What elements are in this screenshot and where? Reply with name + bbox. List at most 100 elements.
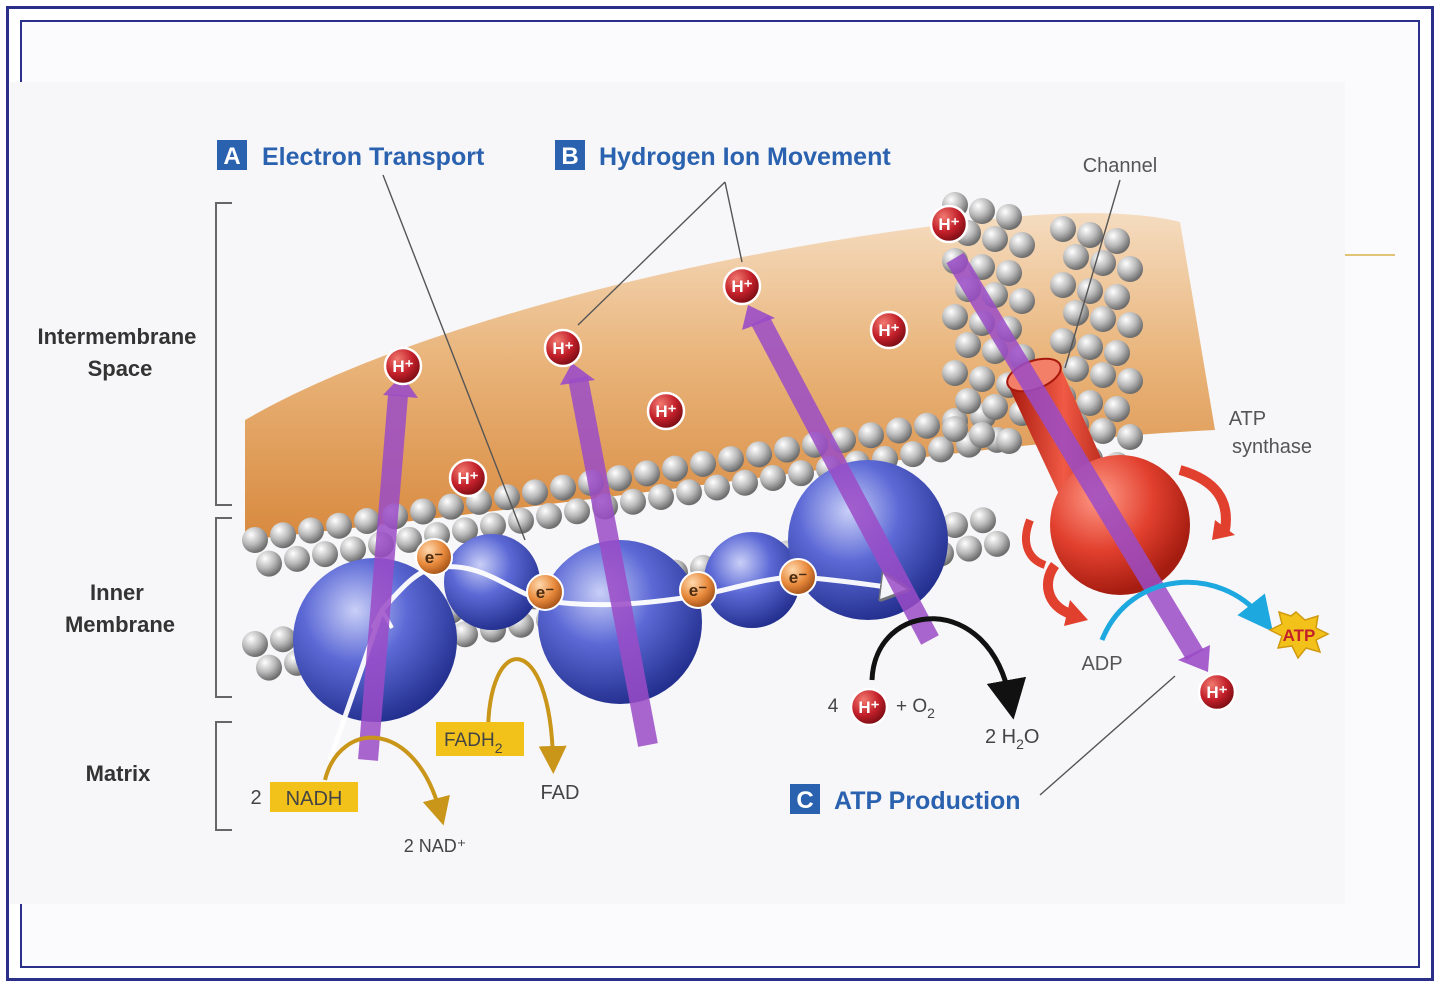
cytochrome-c	[704, 532, 800, 628]
fadh2-group: FADH2	[436, 722, 524, 756]
phospholipid-bead	[438, 493, 464, 520]
electron-sphere	[679, 571, 717, 609]
hydrogen-ion-label: H⁺	[655, 402, 676, 421]
hydrogen-ion-sphere	[543, 328, 583, 368]
electron-2: e⁻	[526, 573, 564, 611]
phospholipid-bead	[969, 422, 995, 448]
phospholipid-bead	[606, 465, 632, 492]
hydrogen-ion-7: H⁺	[929, 204, 969, 244]
outer-frame	[6, 6, 1434, 981]
plus-o2-text: + O	[896, 696, 927, 717]
oxygen-equation: 4 + O2	[828, 696, 935, 721]
atp-product: ATP	[1268, 610, 1330, 660]
phospholipid-bead	[564, 498, 590, 525]
atp-synthase-label: ATP synthase	[1229, 408, 1312, 458]
inner-membrane-line2: Membrane	[65, 612, 175, 637]
fadh2-text: FADH	[444, 730, 495, 751]
phospholipid-bead	[900, 441, 926, 468]
electron-label: e⁻	[536, 583, 554, 602]
phospholipid-bead	[858, 422, 884, 449]
phospholipid-bead	[396, 526, 422, 553]
phospholipid-bead	[982, 226, 1008, 252]
intermembrane-line2: Space	[88, 356, 153, 381]
phospholipid-bead	[452, 517, 478, 544]
phospholipid-bead	[1117, 368, 1143, 394]
phospholipid-bead	[1077, 278, 1103, 304]
electron-sphere	[415, 538, 453, 576]
phospholipid-bead	[354, 507, 380, 534]
phospholipid-bead	[1063, 244, 1089, 270]
phospholipid-bead	[1104, 396, 1130, 422]
phospholipid-bead	[942, 512, 968, 538]
phospholipid-bead	[1090, 250, 1116, 276]
intermembrane-line1: Intermembrane	[37, 324, 196, 349]
phospholipid-bead	[242, 631, 268, 657]
hydrogen-ion-label: H⁺	[858, 698, 879, 717]
nadh-coefficient: 2	[250, 787, 261, 809]
phospholipid-bead	[704, 474, 730, 501]
phospholipid-bead	[270, 626, 296, 653]
fadh2-oxidation-arrow	[486, 657, 567, 774]
nad-plus-label: 2 NAD⁺	[404, 836, 467, 856]
phospholipid-bead	[410, 498, 436, 525]
hydrogen-ion-sphere	[1197, 672, 1237, 712]
electron-label: e⁻	[425, 548, 443, 567]
phospholipid-bead	[1117, 424, 1143, 450]
phospholipid-bead	[914, 412, 940, 439]
phospholipid-bead	[1050, 328, 1076, 354]
hydrogen-ion-9: H⁺	[849, 687, 889, 727]
atp-label: ATP	[1283, 626, 1316, 645]
water-text: 2 H	[985, 726, 1016, 748]
phospholipid-bead	[452, 621, 478, 648]
fadh2-label: FADH2	[444, 730, 503, 756]
hydrogen-ion-6: H⁺	[869, 310, 909, 350]
electron-4: e⁻	[779, 558, 817, 596]
phospholipid-bead	[969, 366, 995, 392]
phospholipid-bead	[1090, 362, 1116, 388]
phospholipid-bead	[982, 394, 1008, 420]
hydrogen-ion-3: H⁺	[543, 328, 583, 368]
phospholipid-bead	[536, 503, 562, 530]
adp-to-atp-arrow	[1099, 579, 1273, 641]
hydrogen-ion-2: H⁺	[448, 458, 488, 498]
phospholipid-bead	[996, 204, 1022, 230]
phospholipid-bead	[1117, 312, 1143, 338]
step-b-title: Hydrogen Ion Movement	[599, 143, 891, 171]
electron-1: e⁻	[415, 538, 453, 576]
hydrogen-ion-label: H⁺	[552, 339, 573, 358]
phospholipid-bead	[1104, 284, 1130, 310]
nadh-highlight	[270, 782, 358, 812]
water-oxygen: O	[1024, 726, 1040, 748]
adp-label: ADP	[1081, 653, 1122, 675]
fad-label: FAD	[541, 782, 580, 804]
hydrogen-ion-sphere	[722, 266, 762, 306]
phospholipid-bead	[1063, 356, 1089, 382]
phospholipid-bead	[760, 464, 786, 491]
intermembrane-space-label: Intermembrane Space	[37, 324, 202, 381]
hydrogen-ion-sphere	[646, 391, 686, 431]
phospholipid-bead	[298, 517, 324, 544]
electron-label: e⁻	[689, 581, 707, 600]
hydrogen-ion-sphere	[383, 346, 423, 386]
channel-label: Channel	[1083, 155, 1158, 177]
step-a-heading: A Electron Transport	[217, 140, 485, 171]
hydrogen-ion-label: H⁺	[1206, 683, 1227, 702]
complex-2	[444, 534, 540, 630]
phospholipid-bead	[620, 488, 646, 515]
nadh-group: 2 NADH	[250, 782, 358, 812]
phospholipid-bead	[774, 436, 800, 463]
hydrogen-ion-label: H⁺	[878, 321, 899, 340]
phospholipid-bead	[1050, 272, 1076, 298]
phospholipid-bead	[996, 428, 1022, 454]
inner-membrane-line1: Inner	[90, 580, 144, 605]
electron-3: e⁻	[679, 571, 717, 609]
hydrogen-ion-4: H⁺	[646, 391, 686, 431]
step-a-badge	[217, 140, 247, 170]
atp-synthase-line1: ATP	[1229, 408, 1266, 430]
inner-membrane-label: Inner Membrane	[65, 580, 175, 637]
phospholipid-bead	[928, 436, 954, 463]
nadh-oxidation-arrow	[323, 735, 450, 826]
electrons: e⁻ e⁻ e⁻ e⁻	[415, 538, 817, 611]
phospholipid-bead	[690, 450, 716, 477]
phospholipid-bead	[1104, 228, 1130, 254]
